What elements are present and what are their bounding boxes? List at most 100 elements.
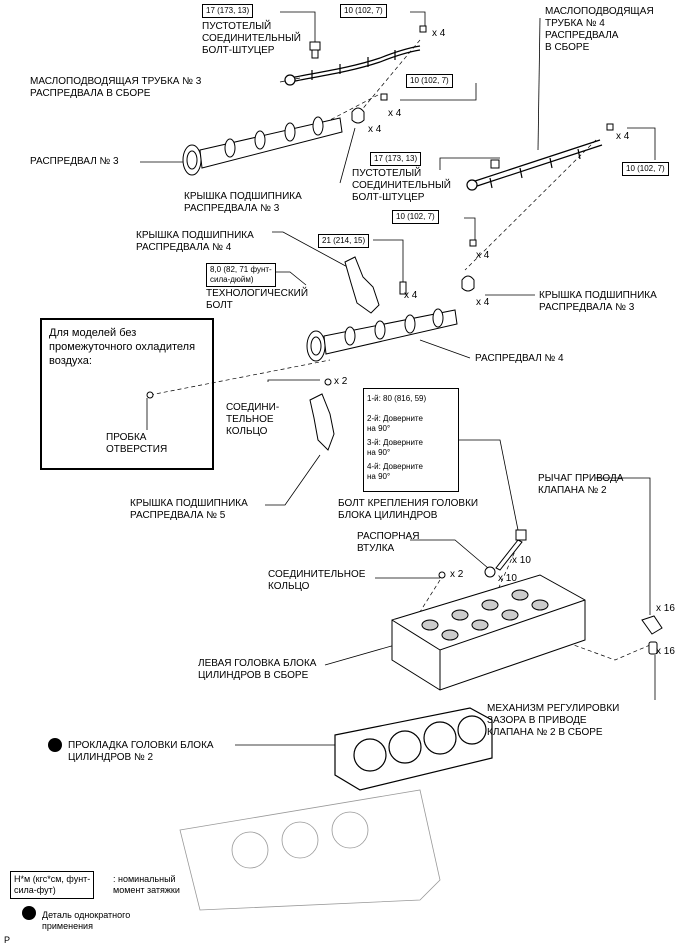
label-hole-plug-l2: ОТВЕРСТИЯ: [106, 444, 168, 455]
label-bearing-cap-3-right-l1: КРЫШКА ПОДШИПНИКА: [539, 290, 657, 301]
legend-torque-unit-l1: Н*м (кгс*см, фунт-: [14, 874, 91, 884]
leader-head-bolt: [445, 439, 519, 531]
label-connecting-ring-1-l1: СОЕДИНИ-: [226, 402, 280, 413]
torque-oil-tube-3-bolt: 10 (102, 7): [340, 4, 387, 18]
label-left-head: ЛЕВАЯ ГОЛОВКА БЛОКА ЦИЛИНДРОВ В СБОРЕ: [198, 658, 316, 682]
torque-oil-tube-4-bolt: 10 (102, 7): [622, 162, 669, 176]
label-bearing-cap-4-l2: РАСПРЕДВАЛА № 4: [136, 242, 232, 253]
bearing-cap-3-right-drawing: [461, 275, 475, 292]
label-oil-tube-4-l2: ТРУБКА № 4: [545, 18, 605, 29]
head-bolt-step-4: 4-й: Доверните: [367, 462, 423, 471]
leader-rocker-arm: [595, 477, 651, 615]
legend-torque-desc-l1: : номинальный: [113, 874, 176, 884]
bearing-cap-4-drawing: [344, 256, 380, 314]
qty-oil-tube-4-bolt: x 4: [616, 131, 630, 142]
hollow-bolt-1-drawing: [309, 41, 321, 59]
head-bolt-step-2b: на 90°: [367, 424, 391, 433]
label-oil-tube-3: МАСЛОПОДВОДЯЩАЯ ТРУБКА № 3 РАСПРЕДВАЛА В…: [30, 76, 201, 100]
torque-bearing-cap-3-right: 10 (102, 7): [392, 210, 439, 224]
label-hollow-bolt-2-l1: ПУСТОТЕЛЫЙ: [352, 168, 422, 179]
label-head-gasket-l2: ЦИЛИНДРОВ № 2: [68, 752, 154, 763]
qty-oil-tube-3-bolt: x 4: [432, 28, 446, 39]
bearing-cap-3-left-drawing: [351, 107, 365, 124]
label-left-head-l2: ЦИЛИНДРОВ В СБОРЕ: [198, 670, 309, 681]
qty-bearing-cap-3-right: x 4: [476, 297, 490, 308]
inset-no-intercooler: Для моделей без промежуточного охладител…: [40, 318, 214, 470]
label-connecting-ring-2-l1: СОЕДИНИТЕЛЬНОЕ: [268, 569, 366, 580]
legend-torque-desc-l2: момент затяжки: [113, 885, 180, 895]
camshaft-4-drawing: [306, 308, 458, 362]
label-lash-adjuster-l2: ЗАЗОРА В ПРИВОДЕ: [487, 715, 587, 726]
legend-single-use-l2: применения: [42, 921, 93, 931]
label-connecting-ring-2-l2: КОЛЬЦО: [268, 581, 310, 592]
label-lash-adjuster: МЕХАНИЗМ РЕГУЛИРОВКИ ЗАЗОРА В ПРИВОДЕ КЛ…: [487, 703, 619, 739]
qty-lash-adjuster: x 16: [656, 646, 675, 657]
label-oil-tube-4-l4: В СБОРЕ: [545, 42, 590, 53]
leader-bearing-cap-4: [272, 231, 354, 271]
leader-spacer: [410, 539, 489, 569]
label-service-bolt: ТЕХНОЛОГИЧЕСКИЙ БОЛТ: [206, 288, 308, 312]
torque-hollow-bolt-1: 17 (173, 13): [202, 4, 254, 18]
label-oil-tube-4-l3: РАСПРЕДВАЛА: [545, 30, 619, 41]
engine-block-drawing: [179, 789, 441, 911]
label-rocker-arm: РЫЧАГ ПРИВОДА КЛАПАНА № 2: [538, 473, 623, 497]
label-camshaft-4: РАСПРЕДВАЛ № 4: [475, 353, 564, 364]
label-oil-tube-4: МАСЛОПОДВОДЯЩАЯ ТРУБКА № 4 РАСПРЕДВАЛА В…: [545, 6, 654, 54]
head-bolt-step-3b: на 90°: [367, 448, 391, 457]
label-service-bolt-l1: ТЕХНОЛОГИЧЕСКИЙ: [206, 288, 309, 299]
label-service-bolt-l2: БОЛТ: [206, 300, 233, 311]
label-camshaft-3: РАСПРЕДВАЛ № 3: [30, 156, 119, 167]
qty-connecting-ring-1: x 2: [334, 376, 348, 387]
label-lash-adjuster-l3: КЛАПАНА № 2 В СБОРЕ: [487, 727, 603, 738]
label-oil-tube-3-l2: РАСПРЕДВАЛА В СБОРЕ: [30, 88, 151, 99]
label-spacer-l2: ВТУЛКА: [357, 543, 395, 554]
oil-tube-3-drawing: [284, 45, 421, 86]
label-hollow-bolt-1-l3: БОЛТ-ШТУЦЕР: [202, 45, 275, 56]
leader-bearing-cap-3-left: [339, 127, 356, 184]
qty-connecting-ring-2: x 2: [450, 569, 464, 580]
label-head-gasket: ПРОКЛАДКА ГОЛОВКИ БЛОКА ЦИЛИНДРОВ № 2: [68, 740, 214, 764]
label-bearing-cap-3-left-l2: РАСПРЕДВАЛА № 3: [184, 203, 280, 214]
label-connecting-ring-1-l2: ТЕЛЬНОЕ: [226, 414, 274, 425]
leader-camshaft-4: [419, 339, 471, 359]
legend-single-use-dot: [22, 906, 36, 920]
label-bearing-cap-5-l1: КРЫШКА ПОДШИПНИКА: [130, 498, 248, 509]
label-rocker-arm-l1: РЫЧАГ ПРИВОДА: [538, 473, 624, 484]
qty-rocker-arm: x 16: [656, 603, 675, 614]
head-bolt-step-3: 3-й: Доверните: [367, 438, 423, 447]
torque-service-bolt: 8,0 (82, 71 фунт- сила-дюйм): [206, 263, 276, 287]
legend-torque-unit-l2: сила-фут): [14, 885, 56, 895]
head-bolt-step-4b: на 90°: [367, 472, 391, 481]
label-head-gasket-l1: ПРОКЛАДКА ГОЛОВКИ БЛОКА: [68, 740, 214, 751]
label-rocker-arm-l2: КЛАПАНА № 2: [538, 485, 607, 496]
legend-single-use: Деталь однократного применения: [42, 910, 130, 932]
label-spacer: РАСПОРНАЯ ВТУЛКА: [357, 531, 419, 555]
label-bearing-cap-4-l1: КРЫШКА ПОДШИПНИКА: [136, 230, 254, 241]
label-bearing-cap-3-left-l1: КРЫШКА ПОДШИПНИКА: [184, 191, 302, 202]
label-oil-tube-4-l1: МАСЛОПОДВОДЯЩАЯ: [545, 6, 654, 17]
head-gasket-drawing: [334, 707, 493, 791]
label-connecting-ring-1-l3: КОЛЬЦО: [226, 426, 268, 437]
small-bolts: [146, 25, 614, 579]
inset-title: Для моделей без промежуточного охладител…: [49, 327, 196, 367]
label-hollow-bolt-2: ПУСТОТЕЛЫЙ СОЕДИНИТЕЛЬНЫЙ БОЛТ-ШТУЦЕР: [352, 168, 451, 204]
label-hole-plug-l1: ПРОБКА: [106, 432, 147, 443]
label-connecting-ring-2: СОЕДИНИТЕЛЬНОЕ КОЛЬЦО: [268, 569, 365, 593]
left-cylinder-head-drawing: [391, 574, 586, 691]
leader-connecting-ring-1: [267, 379, 320, 382]
leader-oil-tube-4: [537, 17, 541, 151]
head-bolt-step-1: 1-й: 80 (816, 59): [367, 394, 427, 403]
head-bolt-step-2: 2-й: Доверните: [367, 414, 423, 423]
oil-tube-4-drawing: [466, 139, 603, 191]
label-head-bolt-l2: БЛОКА ЦИЛИНДРОВ: [338, 510, 438, 521]
rocker-arm-drawing: [641, 615, 663, 655]
qty-bearing-cap-3-left: x 4: [368, 124, 382, 135]
torque-head-bolt-steps: 1-й: 80 (816, 59) 2-й: Доверните на 90° …: [363, 388, 459, 492]
label-connecting-ring-1: СОЕДИНИ- ТЕЛЬНОЕ КОЛЬЦО: [226, 402, 279, 438]
label-bearing-cap-3-left: КРЫШКА ПОДШИПНИКА РАСПРЕДВАЛА № 3: [184, 191, 302, 215]
label-spacer-l1: РАСПОРНАЯ: [357, 531, 420, 542]
bearing-cap-5-drawing: [309, 393, 335, 451]
qty-bearing-cap-3-right-bolt: x 4: [476, 250, 490, 261]
legend-single-use-l1: Деталь однократного: [42, 910, 131, 920]
legend-torque-desc: : номинальный момент затяжки: [113, 874, 180, 896]
